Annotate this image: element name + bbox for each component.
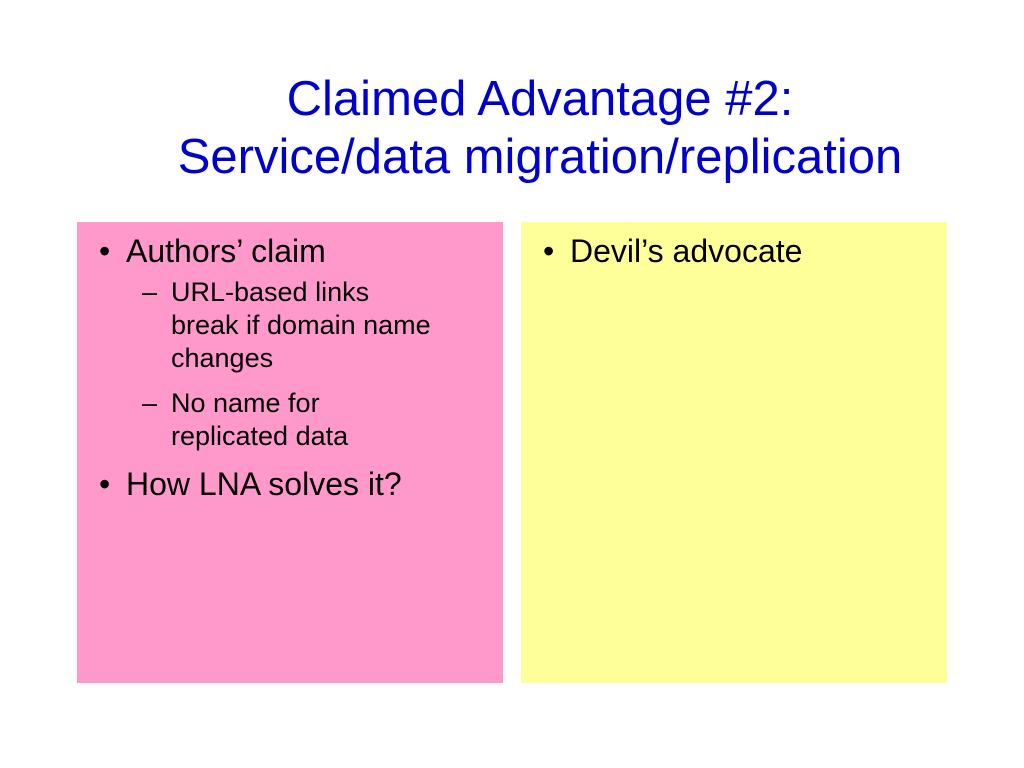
bullet-text: Devil’s advocate (570, 233, 803, 269)
slide-title-line-1: Claimed Advantage #2: (286, 72, 794, 126)
dash-icon: – (142, 277, 158, 307)
devils-advocate-panel: • Devil’s advocate (521, 222, 947, 683)
bullet-icon: • (543, 233, 555, 269)
bullet-text: How LNA solves it? (126, 466, 402, 502)
bullet-text: Authors’ claim (126, 233, 326, 269)
dash-icon: – (142, 388, 158, 418)
bullet-item: • Authors’ claim – URL-based links break… (89, 232, 491, 453)
bullet-icon: • (99, 233, 111, 269)
sub-bullet-text: No name for replicated data (171, 388, 349, 451)
bullet-item: • How LNA solves it? (89, 465, 491, 503)
devils-advocate-list: • Devil’s advocate (533, 232, 935, 270)
slide-title-line-2: Service/data migration/replication (177, 130, 903, 184)
slide-title: Claimed Advantage #2: Service/data migra… (40, 70, 1024, 186)
authors-claim-panel: • Authors’ claim – URL-based links break… (77, 222, 503, 683)
sub-bullet-text: URL-based links break if domain name cha… (171, 277, 431, 373)
bullet-item: • Devil’s advocate (533, 232, 935, 270)
sub-bullet-item: – No name for replicated data (126, 387, 431, 453)
authors-claim-list: • Authors’ claim – URL-based links break… (89, 232, 491, 503)
sub-bullet-item: – URL-based links break if domain name c… (126, 276, 431, 375)
sub-bullet-list: – URL-based links break if domain name c… (126, 276, 491, 453)
bullet-icon: • (99, 466, 111, 502)
